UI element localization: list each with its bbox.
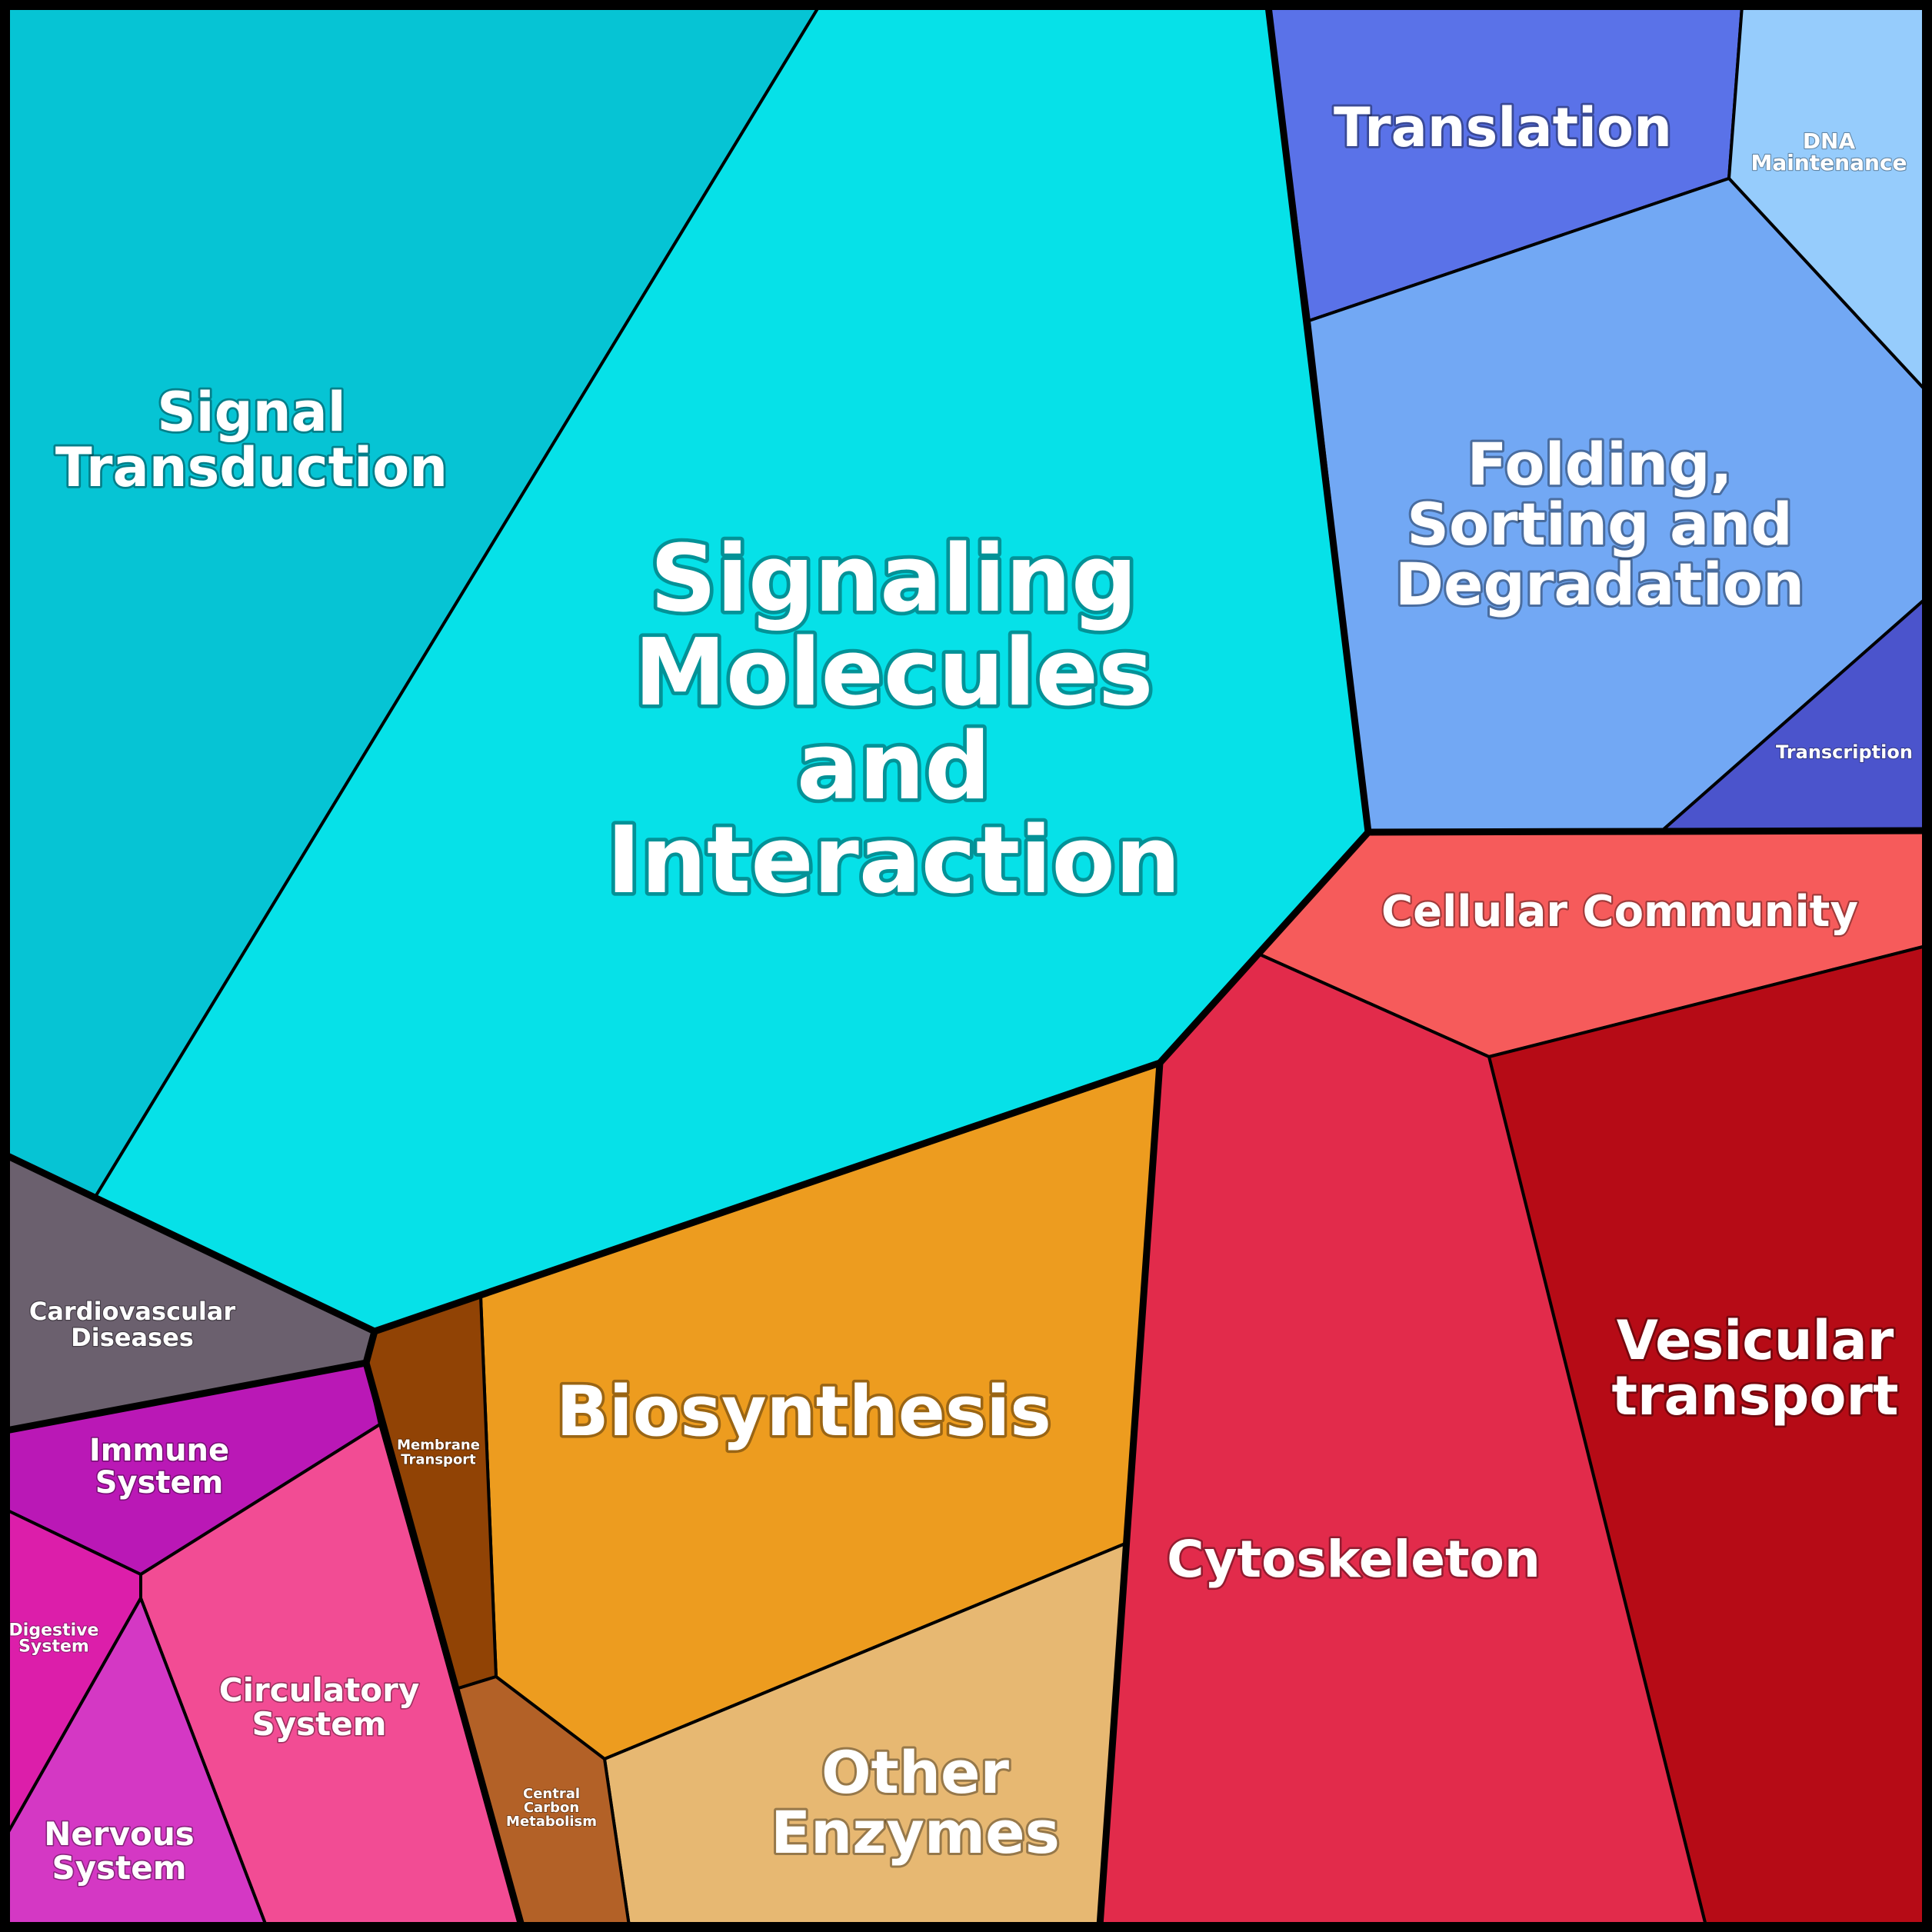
label-line: Transduction <box>55 436 448 499</box>
label-line: Translation <box>1334 96 1672 159</box>
label-line: Interaction <box>607 808 1181 914</box>
label-cellular-community: Cellular Community <box>1381 887 1858 937</box>
group-border <box>1264 2 1372 836</box>
label-line: Cardiovascular <box>29 1297 236 1326</box>
label-line: Transport <box>401 1451 476 1467</box>
label-line: System <box>18 1637 89 1656</box>
label-line: Central <box>523 1786 580 1802</box>
label-line: System <box>52 1849 187 1887</box>
label-line: Signal <box>157 381 346 444</box>
label-line: Folding, <box>1467 430 1733 498</box>
label-line: Diseases <box>71 1323 194 1352</box>
label-line: transport <box>1612 1364 1899 1427</box>
label-line: Transcription <box>1776 741 1913 763</box>
label-line: Cellular Community <box>1381 887 1858 937</box>
label-line: Molecules <box>635 620 1154 727</box>
label-line: Vesicular <box>1617 1309 1894 1372</box>
label-line: Sorting and <box>1407 490 1793 558</box>
label-biosynthesis: Biosynthesis <box>556 1371 1051 1452</box>
group-border <box>1096 1059 1164 1930</box>
label-line: Cytoskeleton <box>1167 1530 1541 1589</box>
label-line: Carbon <box>524 1800 579 1816</box>
label-line: System <box>252 1705 387 1743</box>
label-translation: Translation <box>1334 96 1672 159</box>
label-line: Other <box>821 1738 1010 1807</box>
label-line: and <box>797 714 991 821</box>
label-line: Degradation <box>1395 550 1804 618</box>
label-line: System <box>95 1465 224 1501</box>
label-line: Maintenance <box>1750 150 1907 175</box>
label-line: Metabolism <box>506 1814 597 1830</box>
label-line: Enzymes <box>771 1798 1060 1867</box>
label-line: Immune <box>89 1433 229 1468</box>
label-line: Membrane <box>397 1437 480 1453</box>
cells-layer <box>5 5 1927 1927</box>
label-line: Digestive <box>9 1621 99 1640</box>
label-line: Circulatory <box>219 1671 420 1709</box>
label-transcription: Transcription <box>1776 741 1913 763</box>
group-border <box>362 1359 525 1930</box>
label-cytoskeleton: Cytoskeleton <box>1167 1530 1541 1589</box>
label-line: Nervous <box>44 1815 194 1853</box>
label-line: Biosynthesis <box>556 1371 1051 1452</box>
label-line: DNA <box>1803 128 1856 154</box>
label-line: Signaling <box>650 526 1137 633</box>
